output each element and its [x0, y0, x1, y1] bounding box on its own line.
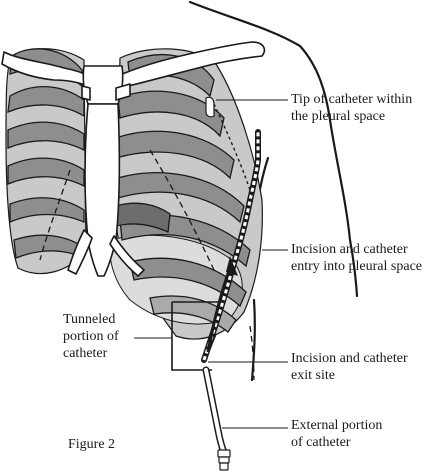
tunneled-box	[171, 301, 220, 371]
label-line: External portion	[291, 418, 383, 433]
rib	[7, 157, 85, 188]
dashed-lines	[39, 149, 255, 381]
catheter-tip	[205, 96, 215, 118]
label-line: the pleural space	[291, 109, 386, 124]
label-line: of catheter	[291, 435, 351, 450]
label-line: exit site	[291, 368, 335, 383]
catheter	[201, 96, 262, 471]
leader-lines	[134, 99, 288, 429]
catheter-external-inner	[204, 368, 226, 454]
label-catheter-tip: Tip of catheter within the pleural space	[291, 91, 412, 125]
label-external-portion: External portion of catheter	[291, 417, 382, 451]
catheter-valve	[217, 449, 231, 471]
catheter-direction-arrow	[206, 267, 232, 353]
label-incision-pleural-entry: Incision and catheter entry into pleural…	[291, 241, 422, 275]
left-clavicle	[117, 41, 266, 89]
rib	[9, 197, 85, 223]
label-line: Tunneled	[63, 312, 116, 327]
rib	[129, 257, 247, 308]
label-line: Incision and catheter	[291, 242, 408, 257]
rib	[115, 130, 235, 180]
costal-arch	[109, 235, 145, 277]
costal-arch	[67, 229, 93, 275]
label-exit-site: Incision and catheter exit site	[291, 350, 408, 384]
label-line: entry into pleural space	[291, 259, 423, 274]
catheter-in-pleura	[213, 103, 253, 197]
figure-caption: Figure 2	[68, 437, 116, 452]
label-tunneled-portion: Tunneled portion of catheter	[63, 311, 119, 362]
label-line: catheter	[63, 346, 108, 361]
catheter-tunnel-inner	[202, 132, 260, 361]
rib	[117, 172, 245, 224]
rib	[117, 90, 225, 138]
label-line: portion of	[63, 329, 119, 344]
sternum-clavicles	[1, 41, 266, 277]
label-line: Tip of catheter within	[291, 92, 413, 107]
arrow-head	[226, 256, 238, 276]
rib	[7, 121, 85, 152]
sternum-body	[84, 103, 121, 277]
rib-shadow	[115, 202, 171, 233]
rib	[7, 86, 85, 118]
costal-cartilage	[115, 83, 131, 101]
label-line: Incision and catheter	[291, 351, 408, 366]
costal-cartilage	[81, 85, 91, 101]
